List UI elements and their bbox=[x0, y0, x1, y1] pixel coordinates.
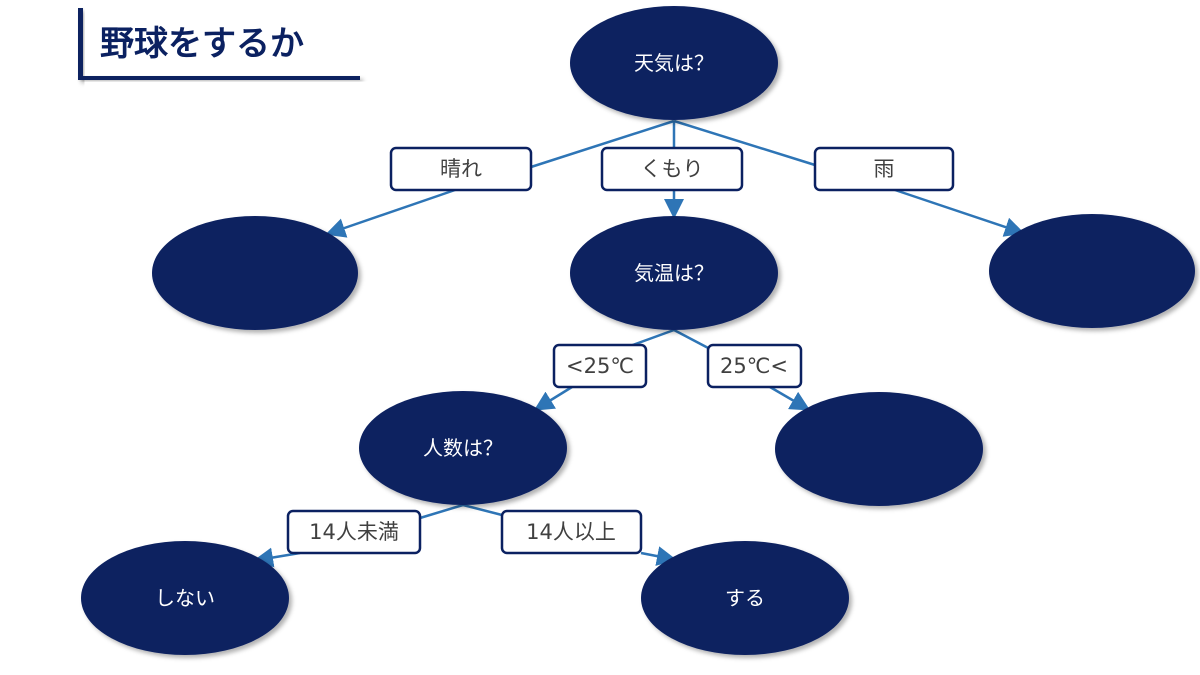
node-temperature: 気温は？ bbox=[570, 216, 778, 330]
edge-line bbox=[673, 119, 816, 167]
node-no-label: しない bbox=[155, 586, 215, 610]
edge-line bbox=[629, 328, 675, 348]
edge-label-under14: 14人未満 bbox=[286, 509, 422, 555]
edge-label-rain: 雨 bbox=[813, 146, 955, 192]
edge-line bbox=[462, 503, 503, 517]
edge-label-text: 晴れ bbox=[440, 157, 482, 181]
edge-line bbox=[419, 503, 464, 520]
edge-label-text: 14人未満 bbox=[309, 520, 399, 544]
edge-label-text: 14人以上 bbox=[526, 520, 616, 544]
page-title: 野球をするか bbox=[100, 24, 304, 64]
title-block: 野球をするか bbox=[78, 8, 360, 80]
node-weather-label: 天気は？ bbox=[634, 51, 714, 75]
edge-arrow bbox=[325, 188, 456, 238]
title-underline bbox=[78, 76, 360, 80]
edge-line bbox=[530, 119, 675, 169]
edge-label-text: 雨 bbox=[874, 157, 895, 181]
edge-label-text: <25℃ bbox=[566, 354, 634, 378]
node-yes: する bbox=[641, 541, 849, 655]
edge-arrow bbox=[894, 188, 1025, 237]
node-people: 人数は？ bbox=[359, 391, 567, 505]
edge-label-text: 25℃< bbox=[720, 354, 788, 378]
node-weather: 天気は？ bbox=[570, 6, 778, 120]
node-people-label: 人数は？ bbox=[423, 436, 503, 460]
node-yes-label: する bbox=[725, 586, 765, 610]
edge-arrow bbox=[533, 385, 573, 411]
edge-label-text: くもり bbox=[641, 157, 704, 181]
edge-arrow bbox=[769, 385, 811, 411]
node-sunny-result bbox=[152, 216, 358, 330]
edge-label-over14: 14人以上 bbox=[500, 509, 643, 555]
edge-arrow bbox=[640, 546, 677, 566]
title-left-bar bbox=[78, 8, 83, 80]
edge-label-sunny: 晴れ bbox=[389, 146, 533, 192]
node-rain-result bbox=[989, 214, 1195, 328]
node-temperature-label: 気温は？ bbox=[634, 261, 714, 285]
edge-line bbox=[673, 328, 713, 352]
node-hot-result bbox=[775, 392, 983, 506]
edge-label-above25: 25℃< bbox=[706, 343, 803, 389]
edge-label-below25: <25℃ bbox=[552, 343, 648, 389]
edge-label-cloudy: くもり bbox=[600, 146, 744, 192]
node-no: しない bbox=[81, 541, 289, 655]
